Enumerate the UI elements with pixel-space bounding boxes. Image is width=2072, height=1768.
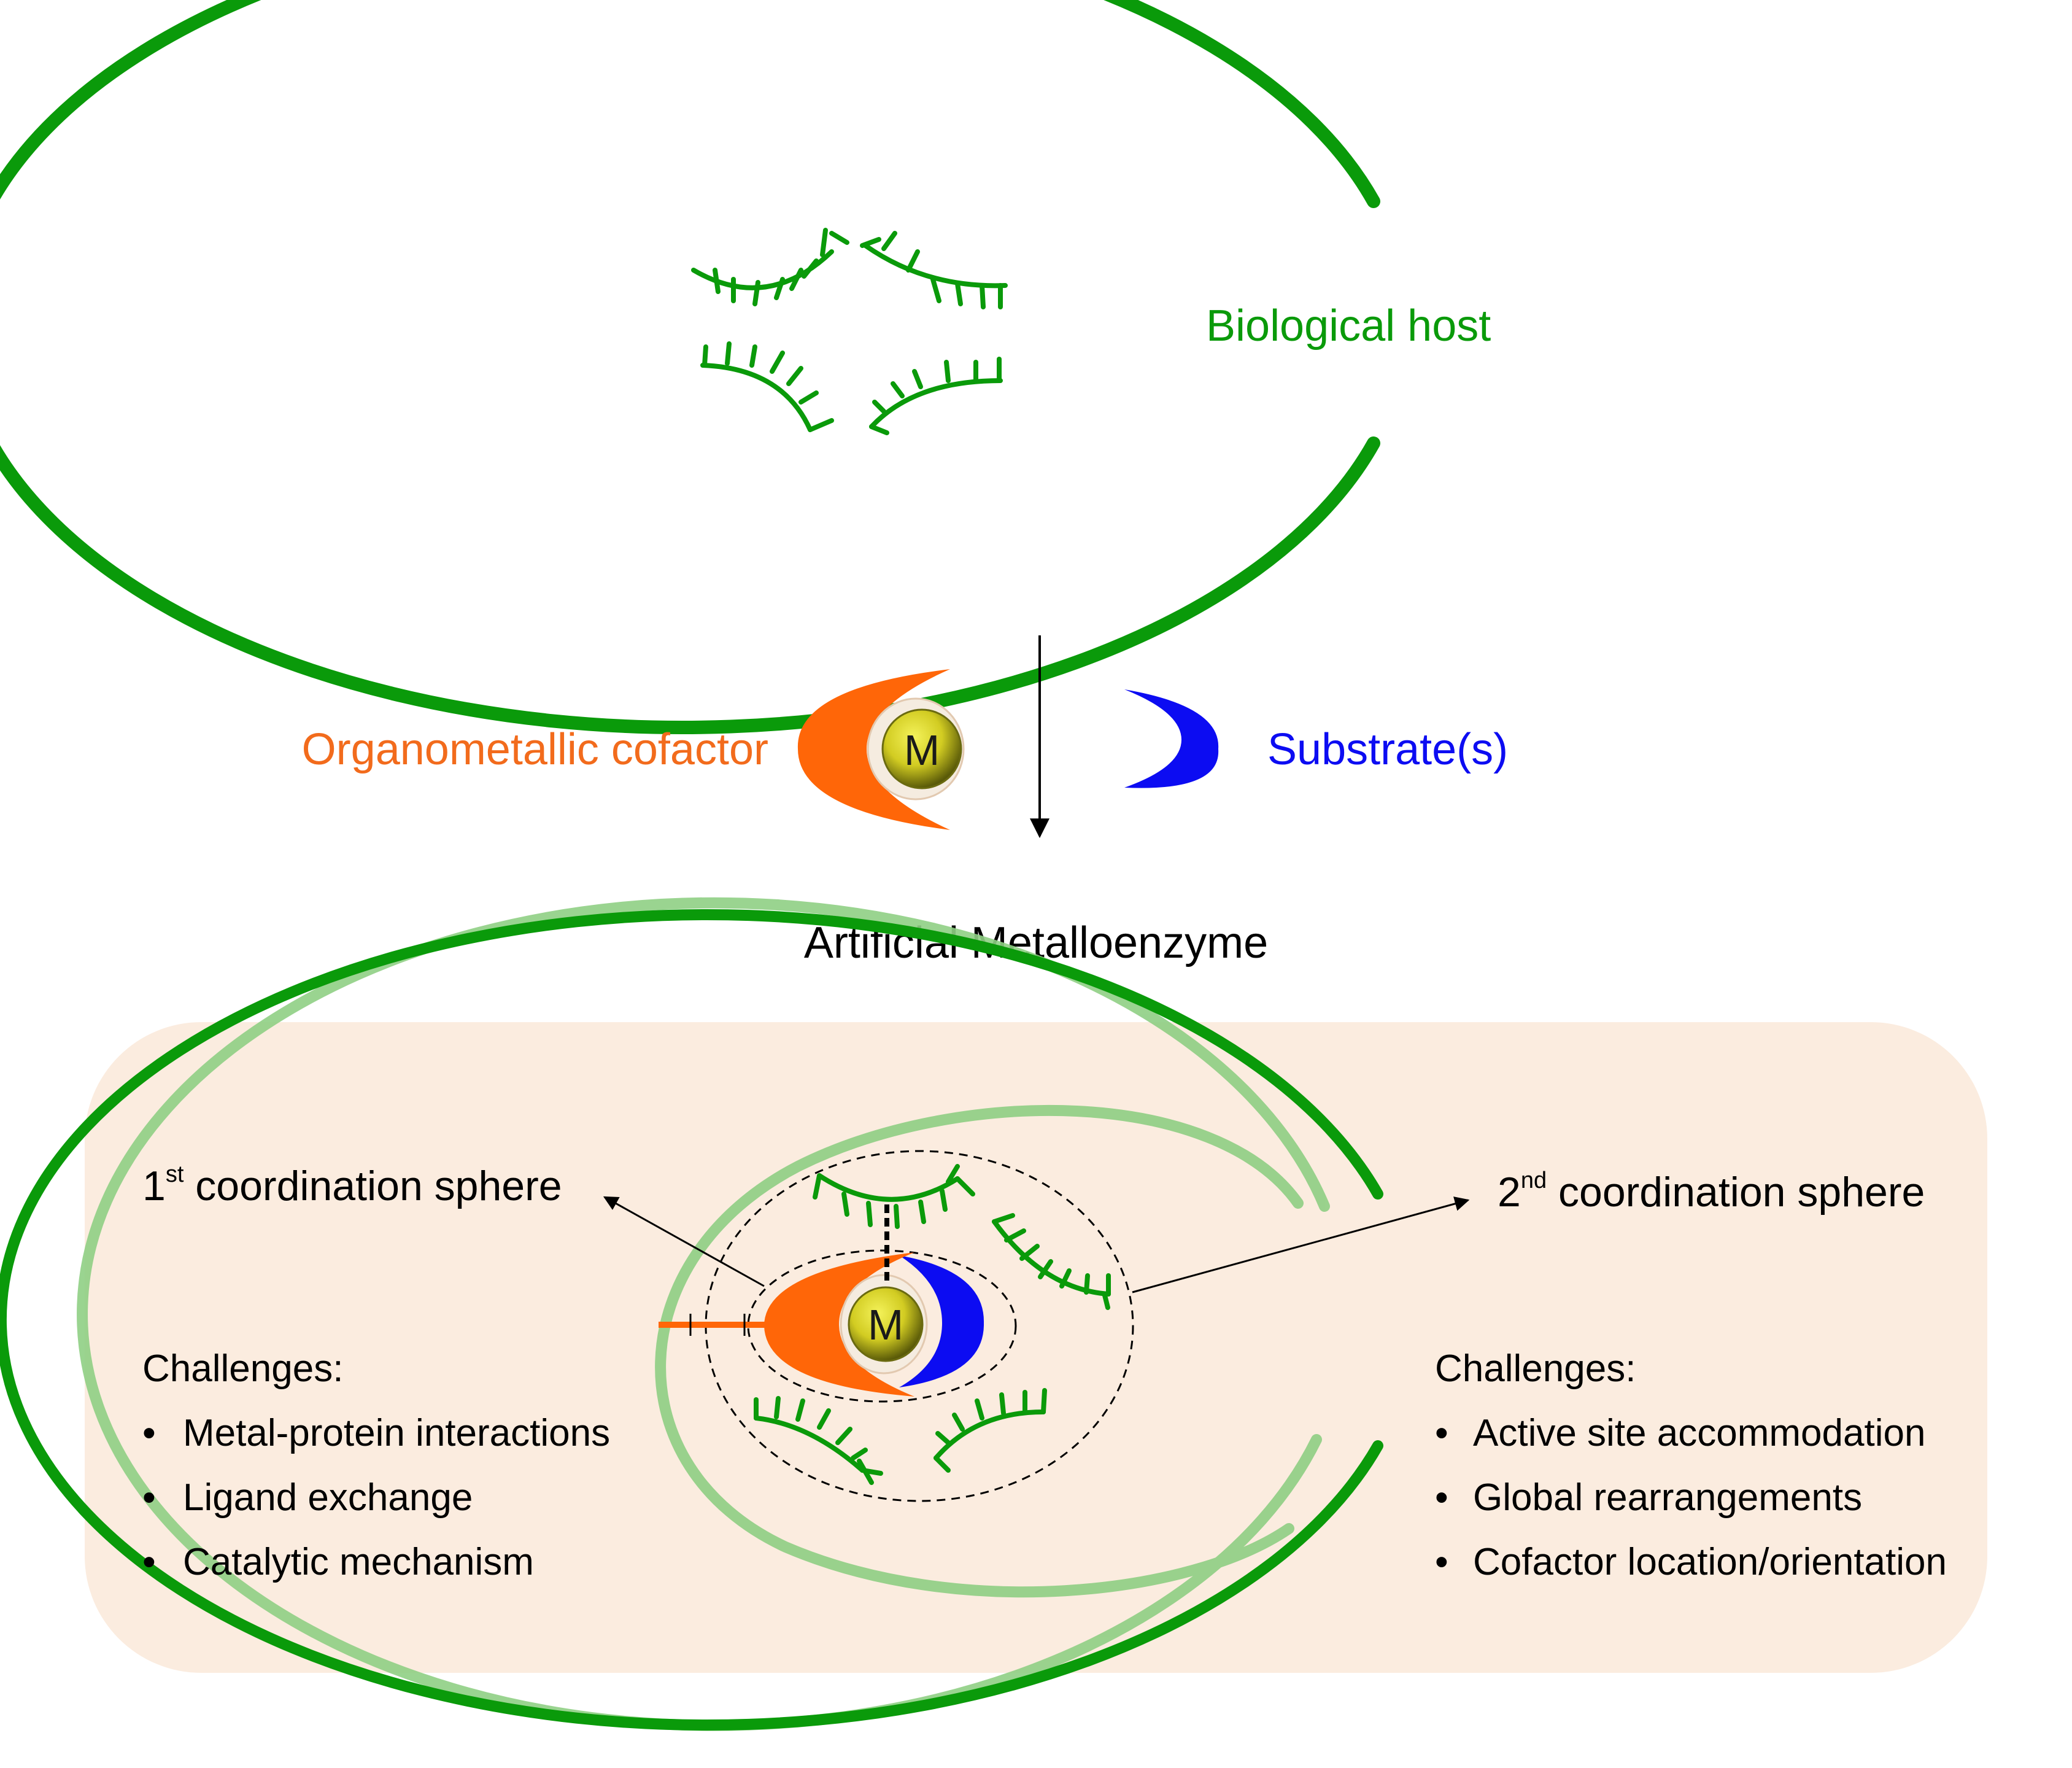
first-sphere-pointer [603,1196,765,1287]
binding-site-bottom-right [869,357,1003,435]
left-item-1: Metal-protein interactions [183,1412,610,1454]
right-bullet-3: • [1435,1541,1448,1583]
left-challenges-title: Challenges: [142,1347,343,1390]
first-sphere-outline [747,1249,1017,1403]
binding-site-top-left [691,228,849,306]
right-challenges-title: Challenges: [1435,1347,1636,1390]
binding-site-top-right [860,231,1008,309]
binding-site-bottom-left [700,341,834,432]
first-sphere-heading: 1st coordination sphere [142,1161,562,1209]
left-bullet-3: • [142,1541,156,1583]
cofactor-shape [797,669,950,830]
panel-metal-center [848,1286,924,1362]
left-item-2: Ligand exchange [183,1476,473,1519]
active-site-residues [754,1164,1111,1485]
right-bullet-1: • [1435,1412,1448,1454]
metal-center [881,708,962,789]
panel-metal-symbol: M [868,1301,903,1349]
cofactor-label: Organometallic cofactor [302,725,768,774]
left-item-3: Catalytic mechanism [183,1541,534,1583]
right-item-3: Cofactor location/orientation [1473,1541,1947,1583]
first-sphere-block: 1st coordination sphere Challenges: • Me… [142,1161,610,1583]
panel-substrate-shape [899,1255,984,1387]
left-bullet-2: • [142,1476,156,1519]
biological-host-label: Biological host [1206,301,1491,351]
right-item-2: Global rearrangements [1473,1476,1862,1519]
substrate-shape [1124,689,1219,788]
substrate-label: Substrate(s) [1267,725,1508,774]
second-sphere-block: 2nd coordination sphere Challenges: • Ac… [1435,1168,1947,1583]
enzyme-host-membrane [0,909,1383,1731]
panel-cofactor-shape [764,1252,914,1397]
left-bullet-1: • [142,1412,156,1454]
host-membrane [0,0,1380,734]
organometallic-cofactor: M [797,669,965,830]
right-item-1: Active site accommodation [1473,1412,1925,1454]
metal-symbol: M [904,726,940,774]
biological-host-shape: Biological host [0,0,1491,734]
right-bullet-2: • [1435,1476,1448,1519]
second-sphere-pointer [1132,1196,1470,1293]
second-sphere-heading: 2nd coordination sphere [1498,1168,1925,1216]
enzyme-panel [85,1022,1987,1673]
